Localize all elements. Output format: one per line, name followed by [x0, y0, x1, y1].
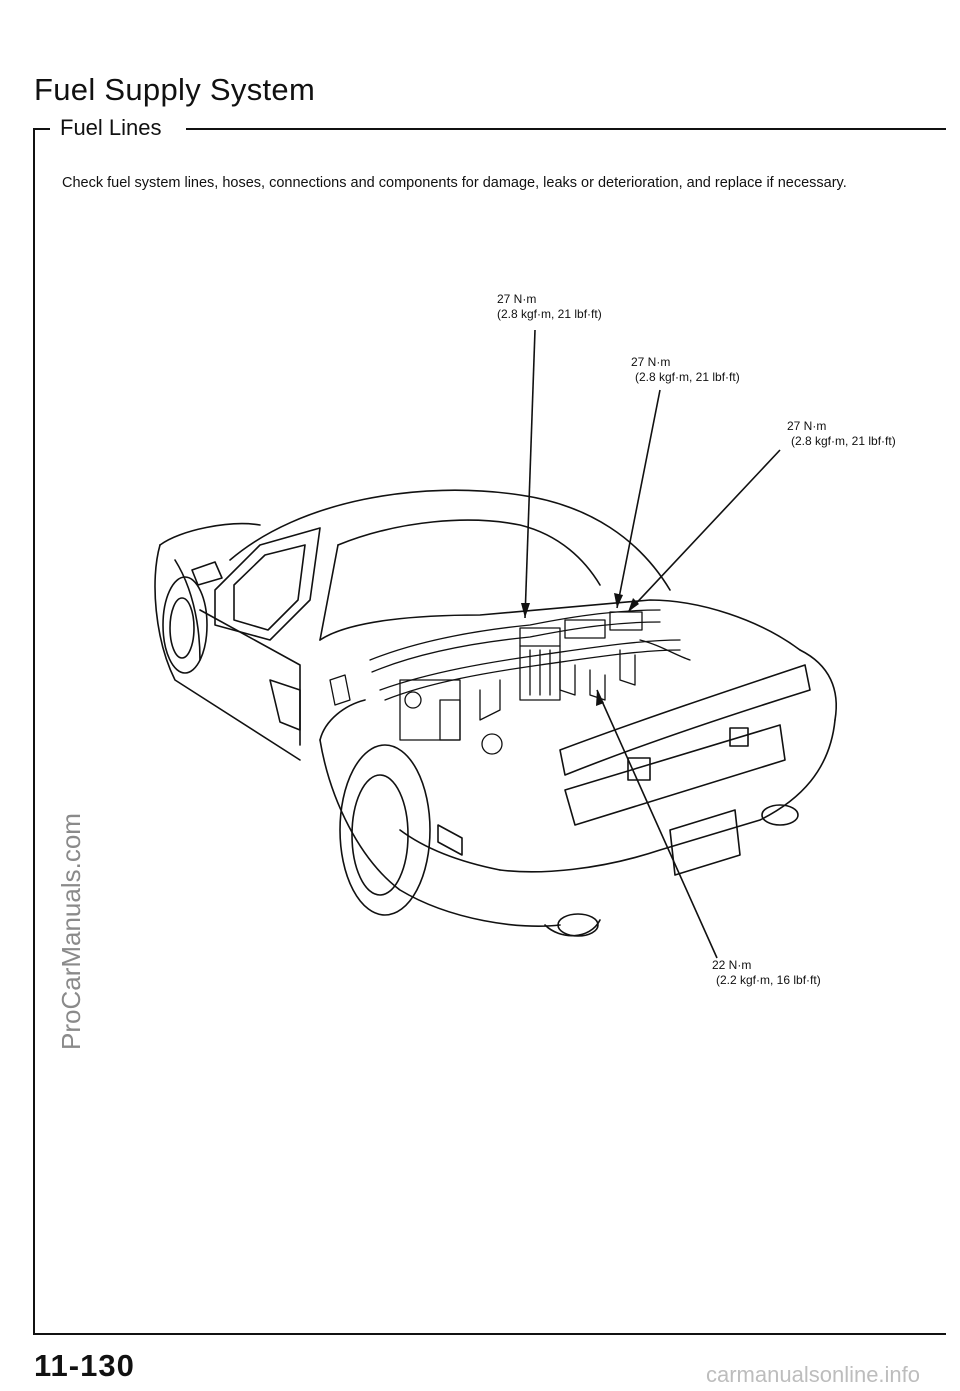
- footer-url: carmanualsonline.info: [706, 1362, 921, 1387]
- section-frame-top-left: [33, 128, 50, 130]
- torque-detail: (2.8 kgf·m, 21 lbf·ft): [791, 434, 896, 448]
- intro-text: Check fuel system lines, hoses, connecti…: [62, 175, 847, 191]
- section-frame-top-right: [186, 128, 946, 130]
- torque-callout-3: 27 N·m (2.8 kgf·m, 21 lbf·ft): [787, 419, 896, 449]
- torque-callout-2: 27 N·m (2.8 kgf·m, 21 lbf·ft): [631, 355, 740, 385]
- torque-value: 27 N·m: [497, 292, 537, 306]
- torque-value: 27 N·m: [631, 355, 671, 369]
- torque-detail: (2.8 kgf·m, 21 lbf·ft): [497, 307, 602, 321]
- section-frame-left: [33, 128, 35, 1334]
- torque-callout-4: 22 N·m (2.2 kgf·m, 16 lbf·ft): [712, 958, 821, 988]
- torque-callout-1: 27 N·m (2.8 kgf·m, 21 lbf·ft): [497, 292, 602, 322]
- torque-value: 27 N·m: [787, 419, 827, 433]
- section-frame-bottom: [33, 1333, 946, 1335]
- torque-detail: (2.8 kgf·m, 21 lbf·ft): [635, 370, 740, 384]
- torque-detail: (2.2 kgf·m, 16 lbf·ft): [716, 973, 821, 987]
- section-title: Fuel Lines: [60, 115, 168, 141]
- torque-value: 22 N·m: [712, 958, 752, 972]
- watermark-text: ProCarManuals.com: [56, 813, 86, 1050]
- page-number: 11-130: [34, 1348, 135, 1383]
- page-title: Fuel Supply System: [34, 72, 316, 107]
